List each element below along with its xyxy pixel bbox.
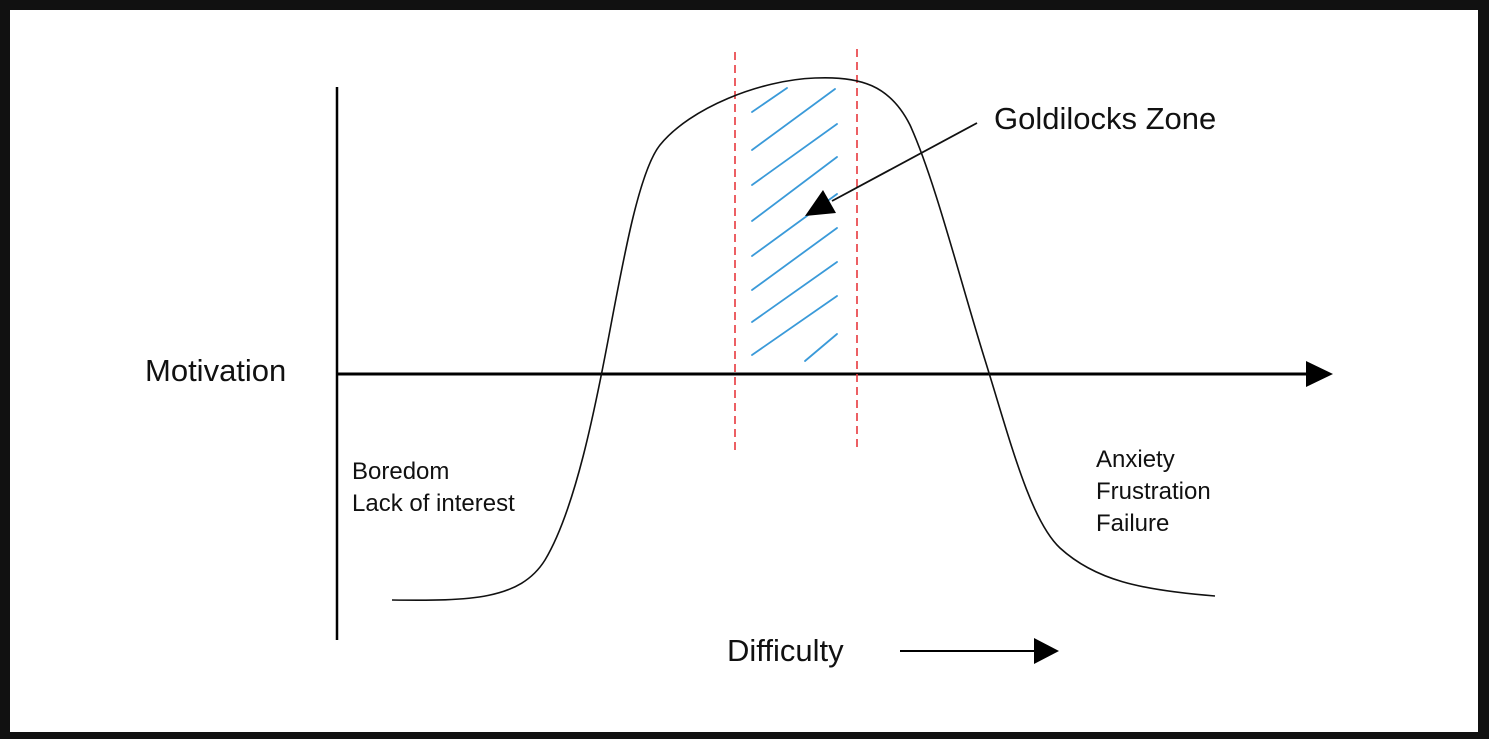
- right-note: Anxiety: [1096, 446, 1175, 473]
- goldilocks-hatch: [751, 87, 838, 362]
- left-note: Lack of interest: [352, 490, 515, 517]
- boredom-notes: Boredom Lack of interest: [352, 456, 515, 520]
- goldilocks-pointer-line: [831, 122, 978, 202]
- difficulty-label: Difficulty: [727, 633, 844, 668]
- motivation-curve: [391, 76, 1216, 601]
- left-note: Boredom: [352, 458, 450, 485]
- right-note: Frustration: [1096, 478, 1211, 505]
- motivation-label: Motivation: [145, 353, 287, 388]
- diagram-panel: [10, 10, 1478, 732]
- horizontal-axis-arrowhead: [1306, 361, 1333, 387]
- right-note: Failure: [1096, 510, 1170, 537]
- difficulty-arrowhead: [1034, 638, 1059, 664]
- anxiety-notes: Anxiety Frustration Failure: [1096, 444, 1211, 540]
- goldilocks-pointer-arrowhead: [805, 190, 836, 216]
- goldilocks-zone-label: Goldilocks Zone: [994, 101, 1217, 136]
